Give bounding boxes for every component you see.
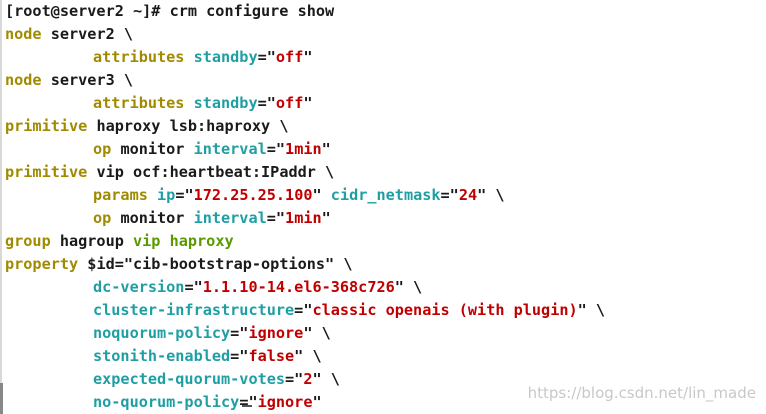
attribute-value: 1min (285, 140, 322, 158)
attribute-value: 1.1.10-14.el6-368c726 (202, 278, 395, 296)
config-line-expected-quorum-votes: expected-quorum-votes="2" \ (93, 370, 340, 388)
config-line-attributes-standby: attributes standby="off" (93, 48, 313, 66)
line-text: vip ocf:heartbeat:IPaddr \ (87, 163, 335, 181)
attribute-value: off (275, 94, 304, 112)
attribute-value: classic openais (with plugin) (312, 301, 578, 319)
keyword: op (93, 209, 112, 227)
attribute-value: 2 (303, 370, 313, 388)
config-line-op-monitor: op monitor interval="1min" (93, 140, 331, 158)
config-line-op-monitor: op monitor interval="1min" (93, 209, 331, 227)
keyword: op (93, 140, 112, 158)
attribute-value: ignore (257, 393, 313, 411)
attribute-value: 1min (285, 209, 322, 227)
attribute-value: false (248, 347, 295, 365)
prompt-text: [root@server2 ~]# crm configure show (5, 2, 335, 20)
config-line-node-server3: node server3 \ (5, 69, 605, 92)
keyword: property (5, 255, 79, 273)
attribute-value: 172.25.25.100 (193, 186, 313, 204)
config-line-primitive-haproxy: primitive haproxy lsb:haproxy \ (5, 115, 605, 138)
attribute-key: noquorum-policy (93, 324, 231, 342)
attribute-key: ip (157, 186, 176, 204)
window-edge-marker (0, 383, 3, 414)
group-member: haproxy (169, 232, 234, 250)
config-line-primitive-vip: primitive vip ocf:heartbeat:IPaddr \ (5, 161, 605, 184)
config-line-group: group hagroup vip haproxy (5, 232, 234, 250)
attribute-key: interval (193, 140, 267, 158)
attribute-key: interval (193, 209, 267, 227)
watermark-text: https://blog.csdn.net/lin_made (527, 384, 756, 402)
terminal-output: [root@server2 ~]# crm configure show nod… (5, 0, 605, 414)
attribute-key: cidr_netmask (330, 186, 441, 204)
attribute-value: 24 (458, 186, 478, 204)
config-line-noquorum-policy: noquorum-policy="ignore" \ (93, 324, 331, 342)
line-text: haproxy lsb:haproxy \ (87, 117, 289, 135)
config-line-dc-version: dc-version="1.1.10-14.el6-368c726" \ (93, 278, 423, 296)
attribute-key: expected-quorum-votes (93, 370, 286, 388)
attribute-key: no-quorum-policy (93, 393, 240, 411)
config-line-cluster-infrastructure: cluster-infrastructure="classic openais … (93, 301, 606, 319)
line-text: $id="cib-bootstrap-options" \ (78, 255, 353, 273)
config-line-no-quorum-policy: no-quorum-policy="ignore" (93, 393, 322, 411)
config-line-stonith-enabled: stonith-enabled="false" \ (93, 347, 322, 365)
keyword: primitive (5, 117, 88, 135)
group-member: vip (133, 232, 161, 250)
attribute-key: standby (193, 48, 258, 66)
attribute-key: standby (193, 94, 258, 112)
keyword: attributes (93, 94, 185, 112)
attribute-key: dc-version (93, 278, 185, 296)
text-cursor (242, 405, 252, 407)
window-left-edge (0, 0, 2, 414)
keyword: primitive (5, 163, 88, 181)
keyword: attributes (93, 48, 185, 66)
config-line-params: params ip="172.25.25.100" cidr_netmask="… (93, 186, 505, 204)
prompt-line: [root@server2 ~]# crm configure show (5, 0, 605, 23)
line-text: server2 \ (41, 25, 134, 43)
keyword: group (5, 232, 51, 250)
keyword: params (93, 186, 148, 204)
keyword: node (5, 25, 42, 43)
line-text: server3 \ (41, 71, 134, 89)
config-line-property: property $id="cib-bootstrap-options" \ (5, 253, 605, 276)
attribute-key: cluster-infrastructure (93, 301, 295, 319)
attribute-key: stonith-enabled (93, 347, 231, 365)
attribute-value: off (275, 48, 304, 66)
attribute-value: ignore (248, 324, 304, 342)
config-line-attributes-standby: attributes standby="off" (93, 94, 313, 112)
keyword: node (5, 71, 42, 89)
config-line-node-server2: node server2 \ (5, 23, 605, 46)
